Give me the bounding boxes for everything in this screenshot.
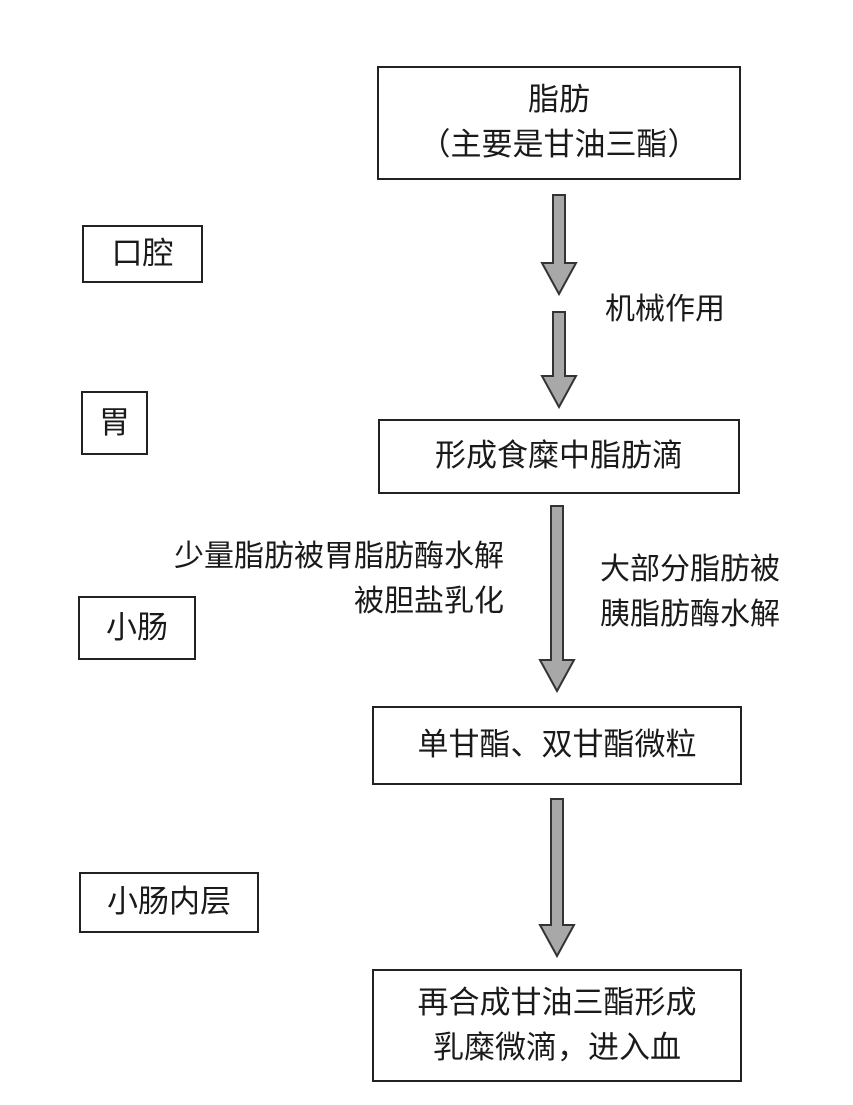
down-arrow-icon: [539, 310, 579, 410]
chylomicron-box: 再合成甘油三酯形成 乳糜微滴，进入血: [372, 969, 742, 1082]
mechanical-action-label: 机械作用: [605, 292, 725, 327]
stage-mouth-label: 口腔: [111, 235, 174, 272]
fat-box: 脂肪 （主要是甘油三酯）: [377, 66, 741, 180]
stage-intestine-lining-box: 小肠内层: [79, 872, 259, 933]
stage-small-intestine-box: 小肠: [78, 596, 196, 660]
chylomicron-line1: 再合成甘油三酯形成: [417, 984, 697, 1021]
stomach-hydrolysis-text: 少量脂肪被胃脂肪酶水解: [174, 539, 504, 574]
glyceride-particles-text: 单甘酯、双甘酯微粒: [417, 727, 697, 764]
stage-small-intestine-label: 小肠: [106, 609, 168, 646]
stage-mouth-box: 口腔: [82, 225, 203, 283]
down-arrow-shape: [540, 194, 578, 297]
stage-stomach-box: 胃: [81, 391, 148, 455]
fat-subtitle: （主要是甘油三酯）: [419, 127, 699, 163]
down-arrow-icon: [537, 797, 577, 959]
glyceride-particles-box: 单甘酯、双甘酯微粒: [372, 706, 742, 785]
stage-stomach-label: 胃: [99, 404, 130, 441]
bile-emulsify-text: 被胆盐乳化: [354, 584, 504, 619]
stomach-hydrolysis-label: 少量脂肪被胃脂肪酶水解 被胆盐乳化: [114, 534, 504, 624]
chylomicron-line2: 乳糜微滴，进入血: [433, 1029, 681, 1066]
down-arrow-shape: [540, 311, 578, 410]
fat-title: 脂肪: [528, 82, 590, 119]
pancreatic-hydrolysis-label: 大部分脂肪被 胰脂肪酶水解: [600, 547, 780, 637]
down-arrow-icon: [537, 504, 577, 694]
down-arrow-shape: [538, 505, 576, 694]
pancreatic-line1: 大部分脂肪被: [600, 552, 780, 587]
down-arrow-shape: [538, 798, 576, 959]
pancreatic-line2: 胰脂肪酶水解: [600, 597, 780, 632]
chyme-droplets-text: 形成食糜中脂肪滴: [435, 438, 683, 475]
stage-intestine-lining-label: 小肠内层: [107, 884, 231, 921]
down-arrow-icon: [539, 193, 579, 297]
chyme-droplets-box: 形成食糜中脂肪滴: [378, 419, 740, 494]
